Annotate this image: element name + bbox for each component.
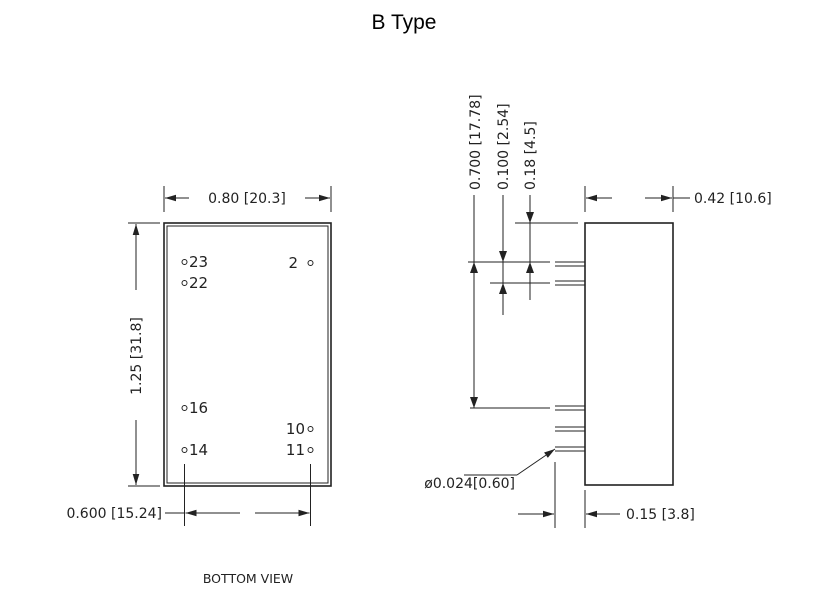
drawing-title: B Type: [372, 11, 437, 34]
bottom-view: 0.80 [20.3] 1.25 [31.8] 23 22 2 16 10 14…: [66, 186, 332, 586]
pin-14-marker: [181, 447, 188, 453]
pin-16-marker: [181, 405, 188, 411]
pin-23-marker: [181, 259, 188, 265]
pin-diameter-label: ø0.024[0.60]: [424, 476, 515, 492]
dim-018-label: 0.18 [4.5]: [523, 121, 539, 190]
side-pins: [555, 261, 585, 452]
pin-10-label: 10: [286, 420, 305, 438]
pin-2-label: 2: [288, 254, 298, 272]
pin-22-label: 22: [189, 274, 208, 292]
standoff-dim-label: 0.15 [3.8]: [626, 507, 695, 523]
thickness-dim-label: 0.42 [10.6]: [694, 191, 772, 207]
pin-23-label: 23: [189, 253, 208, 271]
pin-2-marker: [307, 260, 314, 266]
module-outline-inner: [166, 225, 329, 484]
pin-10-marker: [307, 426, 314, 432]
module-outline-outer: [163, 222, 332, 487]
pitch-dim-label: 0.600 [15.24]: [66, 506, 162, 522]
module-side-body: [584, 222, 674, 486]
dim-0700-label: 0.700 [17.78]: [468, 94, 484, 190]
pin-14-label: 14: [189, 441, 208, 459]
width-dim-label: 0.80 [20.3]: [208, 191, 286, 207]
pin-16-label: 16: [189, 399, 208, 417]
pin-diameter-leader: [516, 448, 556, 476]
pin-11-label: 11: [286, 441, 305, 459]
side-view: 0.700 [17.78] 0.100 [2.54] 0.18 [4.5] 0.…: [424, 94, 772, 528]
dim-0100-label: 0.100 [2.54]: [496, 103, 512, 190]
bottom-view-caption: BOTTOM VIEW: [203, 571, 293, 586]
height-dim-label: 1.25 [31.8]: [129, 317, 145, 395]
pin-11-marker: [307, 447, 314, 453]
pin-22-marker: [181, 280, 188, 286]
